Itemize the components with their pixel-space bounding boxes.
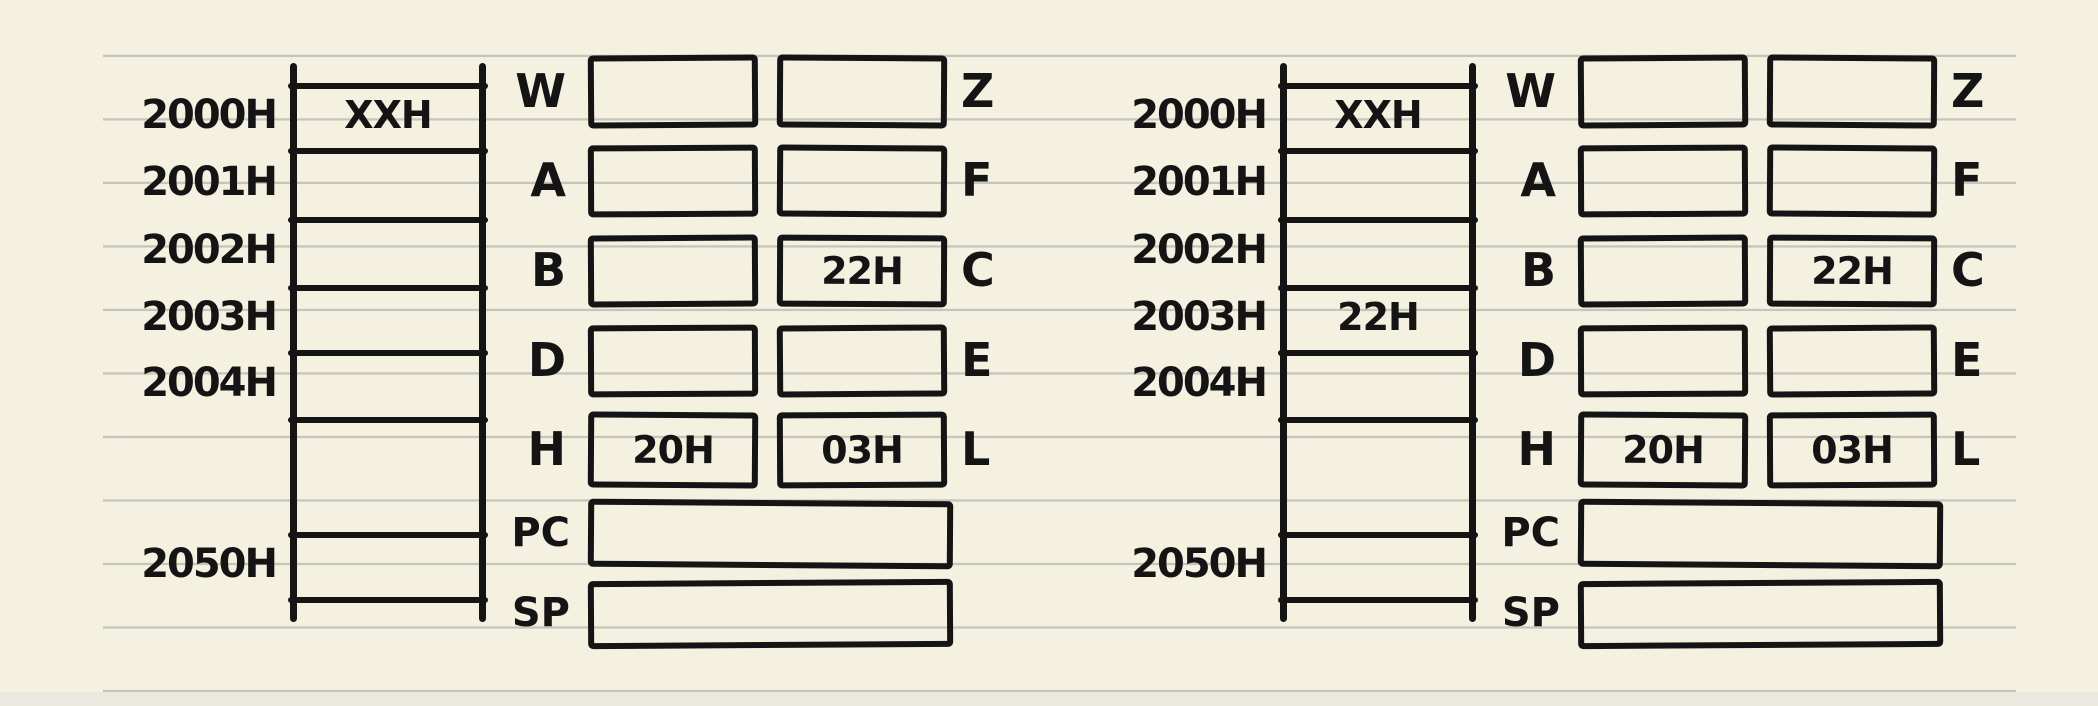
register-label-h: H bbox=[527, 421, 567, 476]
register-label-b: B bbox=[1520, 242, 1556, 297]
register-box-l: 03H bbox=[776, 411, 948, 489]
memory-ladder: XXH 22H bbox=[1278, 63, 1478, 622]
ladder-rung bbox=[1278, 597, 1478, 603]
register-box-c: 22H bbox=[1766, 234, 1938, 308]
memory-address-label: 2050H bbox=[1131, 540, 1268, 587]
ladder-left-rail bbox=[290, 63, 297, 622]
memory-address-label: 2003H bbox=[1131, 293, 1268, 340]
register-label-l: L bbox=[961, 421, 991, 476]
memory-address-label: 2050H bbox=[141, 540, 278, 587]
register-value-h: 20H bbox=[1622, 427, 1704, 473]
register-value-l: 03H bbox=[821, 427, 903, 473]
memory-address-label: 2000H bbox=[141, 91, 278, 138]
register-box-sp bbox=[1577, 578, 1944, 650]
ladder-rung bbox=[1278, 532, 1478, 538]
register-label-w: W bbox=[1505, 63, 1556, 118]
register-box-a bbox=[1577, 144, 1749, 218]
register-box-h: 20H bbox=[1577, 411, 1749, 489]
register-label-z: Z bbox=[961, 63, 995, 118]
register-label-z: Z bbox=[1951, 63, 1985, 118]
register-box-b bbox=[1577, 234, 1749, 308]
ladder-rung bbox=[1278, 350, 1478, 356]
ladder-rung bbox=[288, 532, 488, 538]
memory-cell-value: XXH bbox=[344, 92, 432, 137]
register-label-w: W bbox=[515, 63, 566, 118]
register-box-h: 20H bbox=[587, 411, 759, 489]
register-box-sp bbox=[587, 578, 954, 650]
register-label-pc: PC bbox=[511, 510, 570, 557]
register-label-f: F bbox=[1951, 152, 1983, 207]
page-bottom-edge bbox=[0, 692, 2098, 706]
register-box-f bbox=[776, 144, 948, 218]
ladder-rung bbox=[288, 350, 488, 356]
register-label-e: E bbox=[1951, 332, 1983, 387]
memory-cell-value: XXH bbox=[1334, 92, 1422, 137]
register-label-pc: PC bbox=[1501, 510, 1560, 557]
register-label-a: A bbox=[530, 152, 566, 207]
ladder-rung bbox=[288, 83, 488, 89]
memory-address-label: 2003H bbox=[141, 293, 278, 340]
register-box-z bbox=[1766, 54, 1938, 129]
register-label-sp: SP bbox=[511, 590, 570, 637]
register-box-e bbox=[1766, 324, 1938, 398]
memory-address-label: 2002H bbox=[141, 227, 278, 274]
register-box-pc bbox=[1577, 498, 1944, 570]
register-label-b: B bbox=[530, 242, 566, 297]
ladder-rung bbox=[288, 217, 488, 223]
register-box-d bbox=[1577, 324, 1749, 398]
memory-address-label: 2004H bbox=[141, 359, 278, 406]
ladder-rung bbox=[1278, 83, 1478, 89]
register-box-e bbox=[776, 324, 948, 398]
register-box-b bbox=[587, 234, 759, 308]
memory-address-label: 2001H bbox=[1131, 158, 1268, 205]
register-label-sp: SP bbox=[1501, 590, 1560, 637]
register-box-w bbox=[587, 54, 759, 129]
memory-cell-value: 22H bbox=[1337, 294, 1420, 339]
memory-ladder: XXH bbox=[288, 63, 488, 622]
register-box-pc bbox=[587, 498, 954, 570]
register-box-c: 22H bbox=[776, 234, 948, 308]
register-box-a bbox=[587, 144, 759, 218]
ladder-rung bbox=[288, 597, 488, 603]
register-value-l: 03H bbox=[1811, 427, 1893, 473]
register-label-h: H bbox=[1517, 421, 1557, 476]
memory-address-label: 2002H bbox=[1131, 227, 1268, 274]
register-value-h: 20H bbox=[632, 427, 714, 473]
ladder-rung bbox=[1278, 417, 1478, 423]
register-label-c: C bbox=[961, 242, 995, 297]
register-label-d: D bbox=[1517, 332, 1556, 387]
register-label-f: F bbox=[961, 152, 993, 207]
memory-address-label: 2001H bbox=[141, 158, 278, 205]
ladder-rung bbox=[1278, 148, 1478, 154]
ladder-right-rail bbox=[479, 63, 486, 622]
ladder-rung bbox=[288, 285, 488, 291]
register-label-e: E bbox=[961, 332, 993, 387]
memory-address-label: 2004H bbox=[1131, 359, 1268, 406]
register-value-c: 22H bbox=[1811, 248, 1893, 294]
register-box-w bbox=[1577, 54, 1749, 129]
register-box-z bbox=[776, 54, 948, 129]
ladder-left-rail bbox=[1280, 63, 1287, 622]
memory-address-label: 2000H bbox=[1131, 91, 1268, 138]
register-box-l: 03H bbox=[1766, 411, 1938, 489]
register-label-c: C bbox=[1951, 242, 1985, 297]
register-label-d: D bbox=[527, 332, 566, 387]
register-value-c: 22H bbox=[821, 248, 903, 294]
ladder-rung bbox=[1278, 285, 1478, 291]
register-label-l: L bbox=[1951, 421, 1981, 476]
ladder-right-rail bbox=[1469, 63, 1476, 622]
register-label-a: A bbox=[1520, 152, 1556, 207]
ladder-rung bbox=[288, 148, 488, 154]
ladder-rung bbox=[1278, 217, 1478, 223]
ladder-rung bbox=[288, 417, 488, 423]
register-box-f bbox=[1766, 144, 1938, 218]
register-box-d bbox=[587, 324, 759, 398]
